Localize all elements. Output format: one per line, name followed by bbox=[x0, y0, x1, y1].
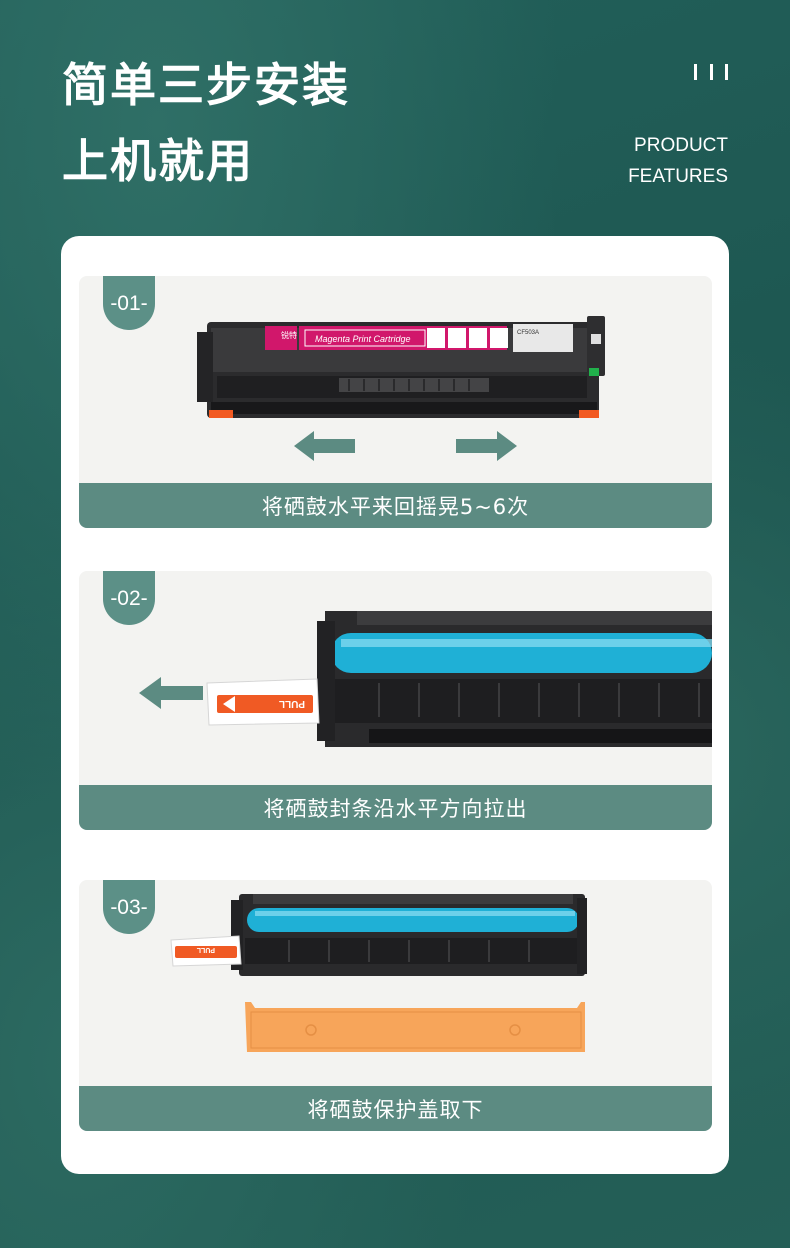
protective-cover-image bbox=[245, 1002, 585, 1052]
step-caption: 将硒鼓保护盖取下 bbox=[79, 1086, 712, 1131]
arrow-left-icon bbox=[139, 677, 203, 709]
arrow-left-icon bbox=[294, 431, 355, 461]
step-3: PULL -03- 将硒鼓保护盖取下 bbox=[79, 880, 712, 1131]
pull-tab-icon bbox=[175, 946, 237, 958]
step-number: -02- bbox=[103, 571, 155, 625]
pull-tab-icon bbox=[217, 695, 313, 713]
decorative-bars-icon bbox=[694, 64, 730, 82]
product-label: PRODUCT bbox=[634, 135, 728, 156]
page-title-line2: 上机就用 bbox=[62, 134, 254, 188]
cartridge-with-cover-image bbox=[170, 894, 587, 1052]
cartridge-closeup-image bbox=[139, 611, 712, 747]
step-2: PULL -02- 将硒鼓封条沿水平方向拉出 bbox=[79, 571, 712, 830]
steps-card: 锐特 Magenta Print Cartridge CF503A -01- 将… bbox=[61, 236, 729, 1174]
step-caption: 将硒鼓水平来回摇晃5~6次 bbox=[79, 483, 712, 528]
arrow-right-icon bbox=[456, 431, 517, 461]
step-caption: 将硒鼓封条沿水平方向拉出 bbox=[79, 785, 712, 830]
page-title-line1: 简单三步安装 bbox=[62, 58, 350, 112]
step-number: -01- bbox=[103, 276, 155, 330]
features-label: FEATURES bbox=[628, 166, 728, 187]
cartridge-image bbox=[197, 316, 605, 461]
step-1: 锐特 Magenta Print Cartridge CF503A -01- 将… bbox=[79, 276, 712, 528]
step-number: -03- bbox=[103, 880, 155, 934]
